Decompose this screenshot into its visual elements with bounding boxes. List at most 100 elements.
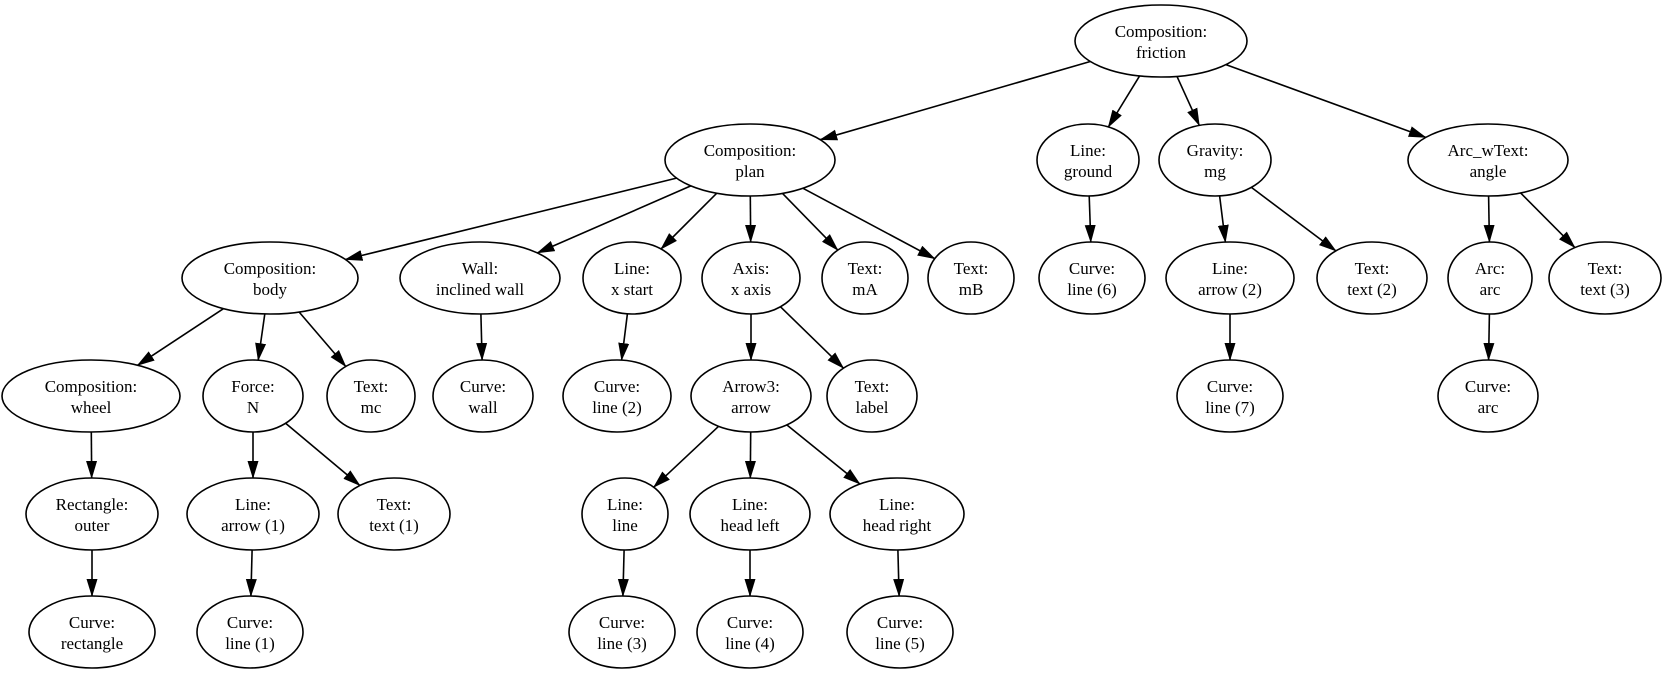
node-label-arrow3: Arrow3: arrow [722, 377, 780, 417]
node-ellipse-inclined-wall [399, 241, 561, 315]
node-ellipse-N [202, 359, 304, 433]
node-label-type: Arc: [1475, 259, 1505, 278]
node-label-line-2: Curve: line (2) [592, 377, 642, 417]
node-label-type: Line: [1070, 141, 1106, 160]
node-label-line-6: Curve:line (6) [1067, 259, 1117, 299]
node-label-wall: Curve:wall [460, 377, 506, 417]
node-label-label: Text:label [855, 377, 890, 417]
node-label-type: Curve: [227, 613, 273, 632]
node-label-name: ground [1064, 162, 1113, 181]
node-label-type: Arc_wText: [1448, 141, 1529, 160]
node-label-name: x start [611, 280, 653, 299]
node-ellipse-rectangle [28, 595, 156, 669]
edge-friction-to-angle [1225, 63, 1427, 139]
node-arrow3: Arrow3: arrow [690, 359, 812, 433]
node-label-head-right: Line:head right [863, 495, 932, 535]
node-rectangle: Curve:rectangle [28, 595, 156, 669]
node-label-arc: Arc: arc [1475, 259, 1505, 299]
node-label-name: arrow (2) [1198, 280, 1262, 299]
node-text-1: Text:text (1) [337, 477, 451, 551]
node-x-start: Line:x start [582, 241, 682, 315]
node-label-type: Composition: [224, 259, 317, 278]
node-ellipse-mA [821, 241, 909, 315]
node-line-7: Curve:line (7) [1176, 359, 1284, 433]
node-label-name: body [253, 280, 288, 299]
node-label-type: Text: [954, 259, 989, 278]
node-angle: Arc_wText:angle [1407, 123, 1569, 197]
node-ellipse-mc [326, 359, 416, 433]
node-label-line: Line:line [607, 495, 643, 535]
node-label-name: arc [1478, 398, 1499, 417]
node-label-name: mc [361, 398, 382, 417]
edge-N-to-text-1 [285, 422, 361, 487]
node-label-wheel: Composition:wheel [45, 377, 138, 417]
node-label-type: Curve: [69, 613, 115, 632]
node-label-type: Force: [231, 377, 274, 396]
node-ellipse-line-3 [568, 595, 676, 669]
node-label-name: line (2) [592, 398, 642, 417]
node-label-type: Arrow3: [722, 377, 780, 396]
node-label-name: N [247, 398, 259, 417]
node-label-outer: Rectangle:outer [56, 495, 129, 535]
node-label-friction: Composition:friction [1115, 22, 1208, 62]
node-ellipse-arrow-2 [1165, 241, 1295, 315]
node-inclined-wall: Wall:inclined wall [399, 241, 561, 315]
edge-x-axis-to-label [779, 306, 845, 369]
edge-mg-to-text-2 [1250, 186, 1337, 252]
edge-body-to-N [255, 313, 267, 362]
node-ellipse-x-start [582, 241, 682, 315]
edge-inclined-wall-to-wall [476, 313, 488, 361]
node-arc-curve: Curve:arc [1437, 359, 1539, 433]
node-line-5: Curve:line (5) [846, 595, 954, 669]
node-label-arc-curve: Curve:arc [1465, 377, 1511, 417]
node-mA: Text:mA [821, 241, 909, 315]
node-label-type: Composition: [1115, 22, 1208, 41]
edge-arc-to-arc-curve [1483, 313, 1495, 361]
node-label-name: outer [75, 516, 110, 535]
edge-plan-to-mB [802, 187, 936, 260]
nodes-layer: Composition:frictionComposition:planLine… [1, 4, 1662, 669]
node-ellipse-wall [432, 359, 534, 433]
node-label-angle: Arc_wText:angle [1448, 141, 1529, 181]
node-label-type: Wall: [462, 259, 498, 278]
node-arrow-1: Line:arrow (1) [186, 477, 320, 551]
node-ellipse-line-4 [696, 595, 804, 669]
node-ellipse-outer [25, 477, 159, 551]
node-label-name: line (5) [875, 634, 925, 653]
node-label-name: wall [468, 398, 498, 417]
node-label-text-1: Text:text (1) [369, 495, 419, 535]
node-line: Line:line [581, 477, 669, 551]
node-label-name: line [612, 516, 638, 535]
node-ellipse-line-7 [1176, 359, 1284, 433]
edge-arrow3-to-head-right [786, 424, 861, 485]
node-x-axis: Axis:x axis [701, 241, 801, 315]
edge-ground-to-line-6 [1084, 195, 1096, 243]
node-label-name: line (6) [1067, 280, 1117, 299]
node-body: Composition: body [181, 241, 359, 315]
node-wheel: Composition:wheel [1, 359, 181, 433]
node-ellipse-line-6 [1038, 241, 1146, 315]
node-ellipse-arrow-1 [186, 477, 320, 551]
edge-plan-to-body [344, 177, 677, 261]
edge-body-to-wheel [136, 307, 225, 366]
node-label-line-4: Curve:line (4) [725, 613, 775, 653]
node-label-name: plan [735, 162, 765, 181]
node-ellipse-mB [927, 241, 1015, 315]
node-label-type: Curve: [594, 377, 640, 396]
node-label-type: Composition: [45, 377, 138, 396]
node-label-name: arc [1480, 280, 1501, 299]
node-label-name: text (2) [1347, 280, 1397, 299]
node-label-name: arrow [731, 398, 771, 417]
node-line-3: Curve:line (3) [568, 595, 676, 669]
node-ground: Line: ground [1036, 123, 1140, 197]
node-ellipse-arrow3 [690, 359, 812, 433]
node-label-name: angle [1470, 162, 1507, 181]
node-label-name: label [855, 398, 888, 417]
edge-arrow-1-to-line-1 [245, 549, 257, 597]
node-label-line-7: Curve:line (7) [1205, 377, 1255, 417]
node-label-type: Line: [879, 495, 915, 514]
node-label-type: Gravity: [1187, 141, 1244, 160]
node-label-name: text (3) [1580, 280, 1630, 299]
node-friction: Composition:friction [1074, 4, 1248, 78]
